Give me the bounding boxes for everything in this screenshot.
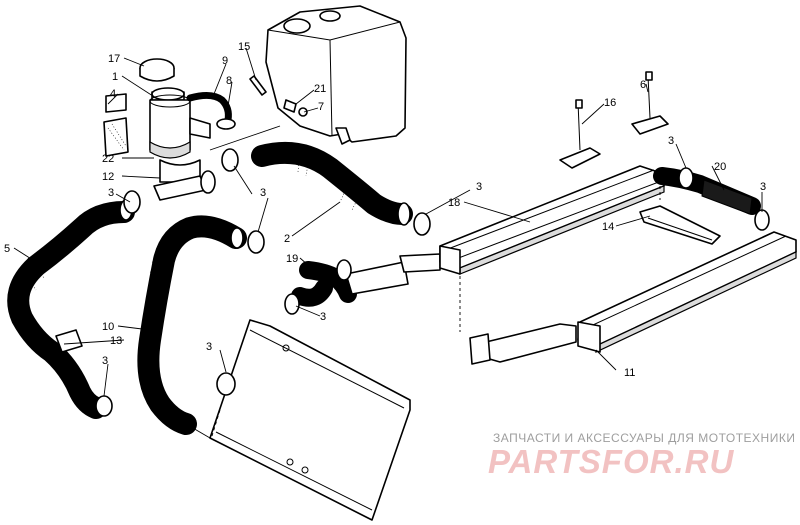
assembly-lines	[185, 125, 661, 439]
callout-20: 20	[714, 161, 726, 173]
callout-2: 2	[284, 233, 290, 245]
callout-19: 19	[286, 253, 298, 265]
callout-6: 6	[640, 79, 646, 91]
callout-8: 8	[226, 75, 232, 87]
leader-lines	[13, 47, 763, 397]
callout-12: 12	[102, 171, 114, 183]
callout-3-d: 3	[320, 311, 326, 323]
mount-hardware	[249, 75, 308, 117]
callout-3-g: 3	[206, 341, 212, 353]
coolant-reservoir	[265, 5, 407, 145]
filler-neck-assembly	[103, 58, 216, 201]
callout-3-a: 3	[108, 187, 114, 199]
hose-10	[137, 215, 247, 435]
callout-9: 9	[222, 55, 228, 67]
mount-tabs	[559, 71, 669, 169]
callout-4: 4	[110, 88, 116, 100]
callout-3-e: 3	[668, 135, 674, 147]
callout-13: 13	[110, 335, 122, 347]
overflow-hose	[186, 91, 236, 130]
bracket-14	[639, 205, 721, 245]
callout-7: 7	[318, 101, 324, 113]
callout-22: 22	[102, 153, 114, 165]
callout-3-b: 3	[260, 187, 266, 199]
callout-1: 1	[112, 71, 118, 83]
heat-exchanger-18	[439, 165, 665, 275]
callout-17: 17	[108, 53, 120, 65]
crossover-tube-20	[653, 167, 761, 215]
heat-shield-panel	[209, 319, 411, 521]
callout-16: 16	[604, 97, 616, 109]
hose-2	[251, 141, 413, 226]
watermark-caption: ЗАПЧАСТИ И АКСЕССУАРЫ ДЛЯ МОТОТЕХНИКИ	[493, 431, 796, 445]
callout-11: 11	[624, 367, 635, 379]
callout-18: 18	[448, 197, 460, 209]
hose-5	[7, 199, 135, 419]
callout-3-f: 3	[760, 181, 766, 193]
hose-clamps	[55, 148, 770, 417]
callout-21: 21	[314, 83, 326, 95]
callout-3-h: 3	[102, 355, 108, 367]
callout-15: 15	[238, 41, 250, 53]
heat-exchanger-11	[469, 231, 797, 365]
callout-3-c: 3	[476, 181, 482, 193]
watermark-logo: PARTSFOR.RU	[488, 443, 735, 480]
callouts: 17 1 4 22 12 9 8 15 21 7 6 16 3 3 3 3 3 …	[4, 41, 766, 379]
callout-5: 5	[4, 243, 10, 255]
callout-14: 14	[602, 221, 614, 233]
callout-10: 10	[102, 321, 114, 333]
hose-19	[291, 253, 441, 307]
